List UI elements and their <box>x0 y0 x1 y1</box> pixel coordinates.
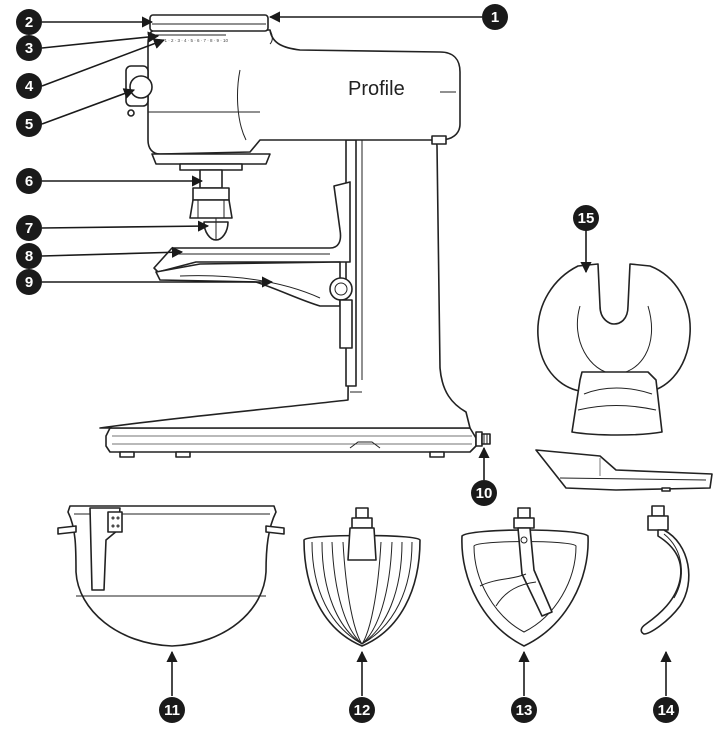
svg-text:11: 11 <box>164 702 180 719</box>
callout-13: 13 <box>511 697 537 723</box>
attachment-hub <box>151 153 271 219</box>
svg-text:8: 8 <box>25 248 33 265</box>
svg-text:3: 3 <box>25 40 33 57</box>
callout-1: 1 <box>482 4 508 30</box>
callout-2: 2 <box>16 9 42 35</box>
bowl-lift-arm <box>153 181 353 349</box>
dough-hook <box>640 505 690 635</box>
svg-text:7: 7 <box>25 220 33 237</box>
callout-7: 7 <box>16 215 42 241</box>
svg-text:4: 4 <box>25 78 34 95</box>
callout-4: 4 <box>16 73 42 99</box>
brand-label: Profile <box>348 78 405 100</box>
stand-mixer: Profile 0 · 1 · 2 · 3 · 4 · 5 · 6 · 7 · … <box>99 14 491 458</box>
callout-8: 8 <box>16 243 42 269</box>
svg-text:15: 15 <box>578 210 595 227</box>
mixer-base <box>105 427 477 458</box>
svg-text:5: 5 <box>25 116 33 133</box>
top-cover <box>149 14 269 32</box>
callout-3: 3 <box>16 35 42 61</box>
callout-badges: 1 2 3 4 5 6 7 8 9 10 11 12 13 14 15 <box>16 4 679 723</box>
callout-leaders <box>41 11 672 696</box>
svg-text:10: 10 <box>476 485 493 502</box>
leader-7 <box>41 220 210 232</box>
svg-text:6: 6 <box>25 173 33 190</box>
svg-text:14: 14 <box>658 702 675 719</box>
mixing-bowl <box>57 505 285 647</box>
speed-scale-label: 0 · 1 · 2 · 3 · 4 · 5 · 6 · 7 · 8 · 9 · … <box>158 38 229 43</box>
callout-10: 10 <box>471 480 497 506</box>
callout-5: 5 <box>16 111 42 137</box>
feed-chute <box>535 449 713 492</box>
bowl-pin <box>203 218 229 241</box>
svg-text:13: 13 <box>516 702 533 719</box>
leader-8 <box>41 246 184 258</box>
svg-text:12: 12 <box>354 702 371 719</box>
svg-text:9: 9 <box>25 274 33 291</box>
callout-9: 9 <box>16 269 42 295</box>
leader-5 <box>41 88 136 125</box>
callout-11: 11 <box>159 697 185 723</box>
speed-indicator: 0 · 1 · 2 · 3 · 4 · 5 · 6 · 7 · 8 · 9 · … <box>156 34 229 43</box>
callout-12: 12 <box>349 697 375 723</box>
svg-text:1: 1 <box>491 9 499 26</box>
motor-head: Profile <box>147 29 461 155</box>
flat-beater <box>461 507 589 647</box>
wire-whip <box>303 507 421 647</box>
svg-text:2: 2 <box>25 14 33 31</box>
callout-15: 15 <box>573 205 599 231</box>
callout-6: 6 <box>16 168 42 194</box>
leader-4 <box>41 38 166 87</box>
power-cord <box>475 431 491 447</box>
leader-3 <box>41 31 160 49</box>
callout-14: 14 <box>653 697 679 723</box>
pouring-shield <box>537 263 691 436</box>
